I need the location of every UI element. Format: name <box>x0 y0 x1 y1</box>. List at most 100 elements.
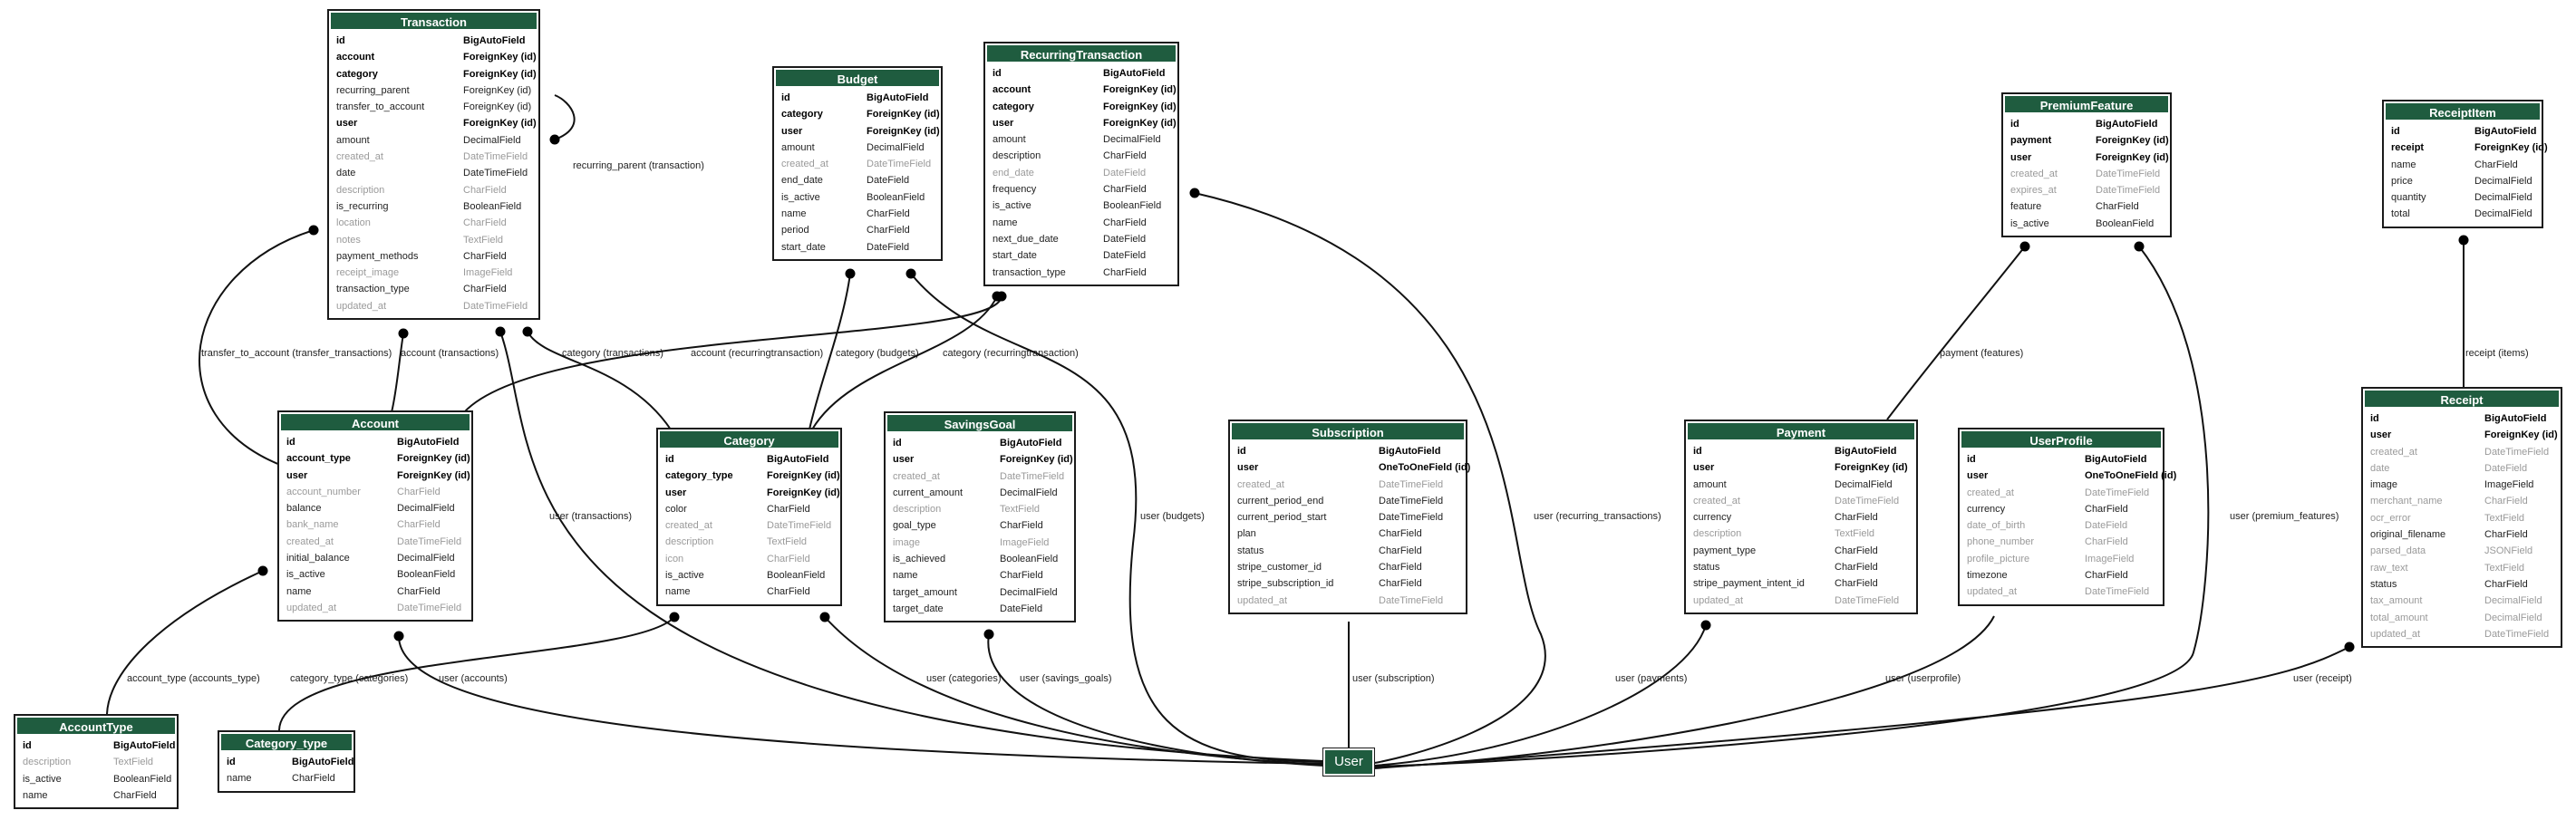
user-node[interactable]: User <box>1322 748 1375 777</box>
field-type: CharField <box>867 208 910 220</box>
field-type: DateTimeField <box>1000 470 1065 482</box>
table-title: Transaction <box>329 11 538 31</box>
field-type: ForeignKey (id) <box>1103 101 1177 112</box>
field-name: period <box>781 225 809 236</box>
field-name: tax_amount <box>2370 595 2423 607</box>
field-type: DateTimeField <box>767 520 832 532</box>
relation-label: account (transactions) <box>401 348 499 359</box>
field-name: name <box>893 570 918 582</box>
relation-label: user (budgets) <box>1140 511 1205 522</box>
field-name: payment <box>2010 135 2052 147</box>
field-name: color <box>665 503 687 515</box>
field-type: CharField <box>2474 159 2518 170</box>
field-type: CharField <box>767 586 810 598</box>
field-name: notes <box>336 234 361 246</box>
field-name: id <box>993 68 1002 79</box>
field-name: id <box>1693 446 1702 457</box>
field-name: amount <box>336 134 370 146</box>
field-name: raw_text <box>2370 562 2408 574</box>
field-name: receipt <box>2391 142 2425 154</box>
field-type: ForeignKey (id) <box>463 101 532 113</box>
field-type: DateField <box>867 175 910 187</box>
field-type: CharField <box>1835 545 1878 556</box>
relation-label: receipt (items) <box>2465 348 2529 359</box>
field-name: id <box>781 92 790 103</box>
field-type: CharField <box>1000 520 1043 532</box>
field-name: price <box>2391 175 2413 187</box>
table-title: Category_type <box>219 732 353 752</box>
field-type: DateTimeField <box>1379 495 1444 506</box>
field-name: category <box>336 68 378 80</box>
relation-line <box>527 331 672 430</box>
relation-label: user (transactions) <box>549 511 632 522</box>
field-type: CharField <box>463 250 507 262</box>
relation-line <box>1886 246 2026 420</box>
field-type: BooleanField <box>1000 554 1059 565</box>
field-name: total <box>2391 208 2410 220</box>
field-type: ImageField <box>2484 479 2534 491</box>
field-type: BooleanField <box>2096 217 2155 229</box>
field-type: ForeignKey (id) <box>2484 429 2558 441</box>
field-type: DateTimeField <box>2484 446 2550 458</box>
field-name: updated_at <box>2370 628 2421 640</box>
field-name: date <box>2370 462 2390 474</box>
field-type: DecimalField <box>867 141 925 153</box>
field-type: TextField <box>767 536 808 548</box>
field-name: name <box>665 586 691 598</box>
relation-label: user (userprofile) <box>1885 673 1961 684</box>
field-type: CharField <box>2484 578 2528 590</box>
table-title: PremiumFeature <box>2003 94 2170 114</box>
field-type: DecimalField <box>463 134 521 146</box>
field-name: created_at <box>1967 487 2014 498</box>
field-type: BigAutoField <box>767 454 829 465</box>
field-type: DecimalField <box>2474 192 2532 204</box>
field-name: description <box>1693 528 1742 540</box>
field-name: user <box>2010 151 2032 163</box>
field-name: stripe_customer_id <box>1237 562 1322 574</box>
field-name: receipt_image <box>336 267 400 279</box>
relation-end-dot <box>522 326 533 337</box>
field-type: DateField <box>1103 167 1147 178</box>
relation-end-dot <box>495 326 506 337</box>
field-type: DateTimeField <box>463 151 528 163</box>
field-type: BigAutoField <box>397 437 460 448</box>
field-name: timezone <box>1967 570 2008 582</box>
field-name: currency <box>1693 512 1732 524</box>
field-name: transfer_to_account <box>336 101 425 113</box>
field-type: DateField <box>2085 520 2128 532</box>
